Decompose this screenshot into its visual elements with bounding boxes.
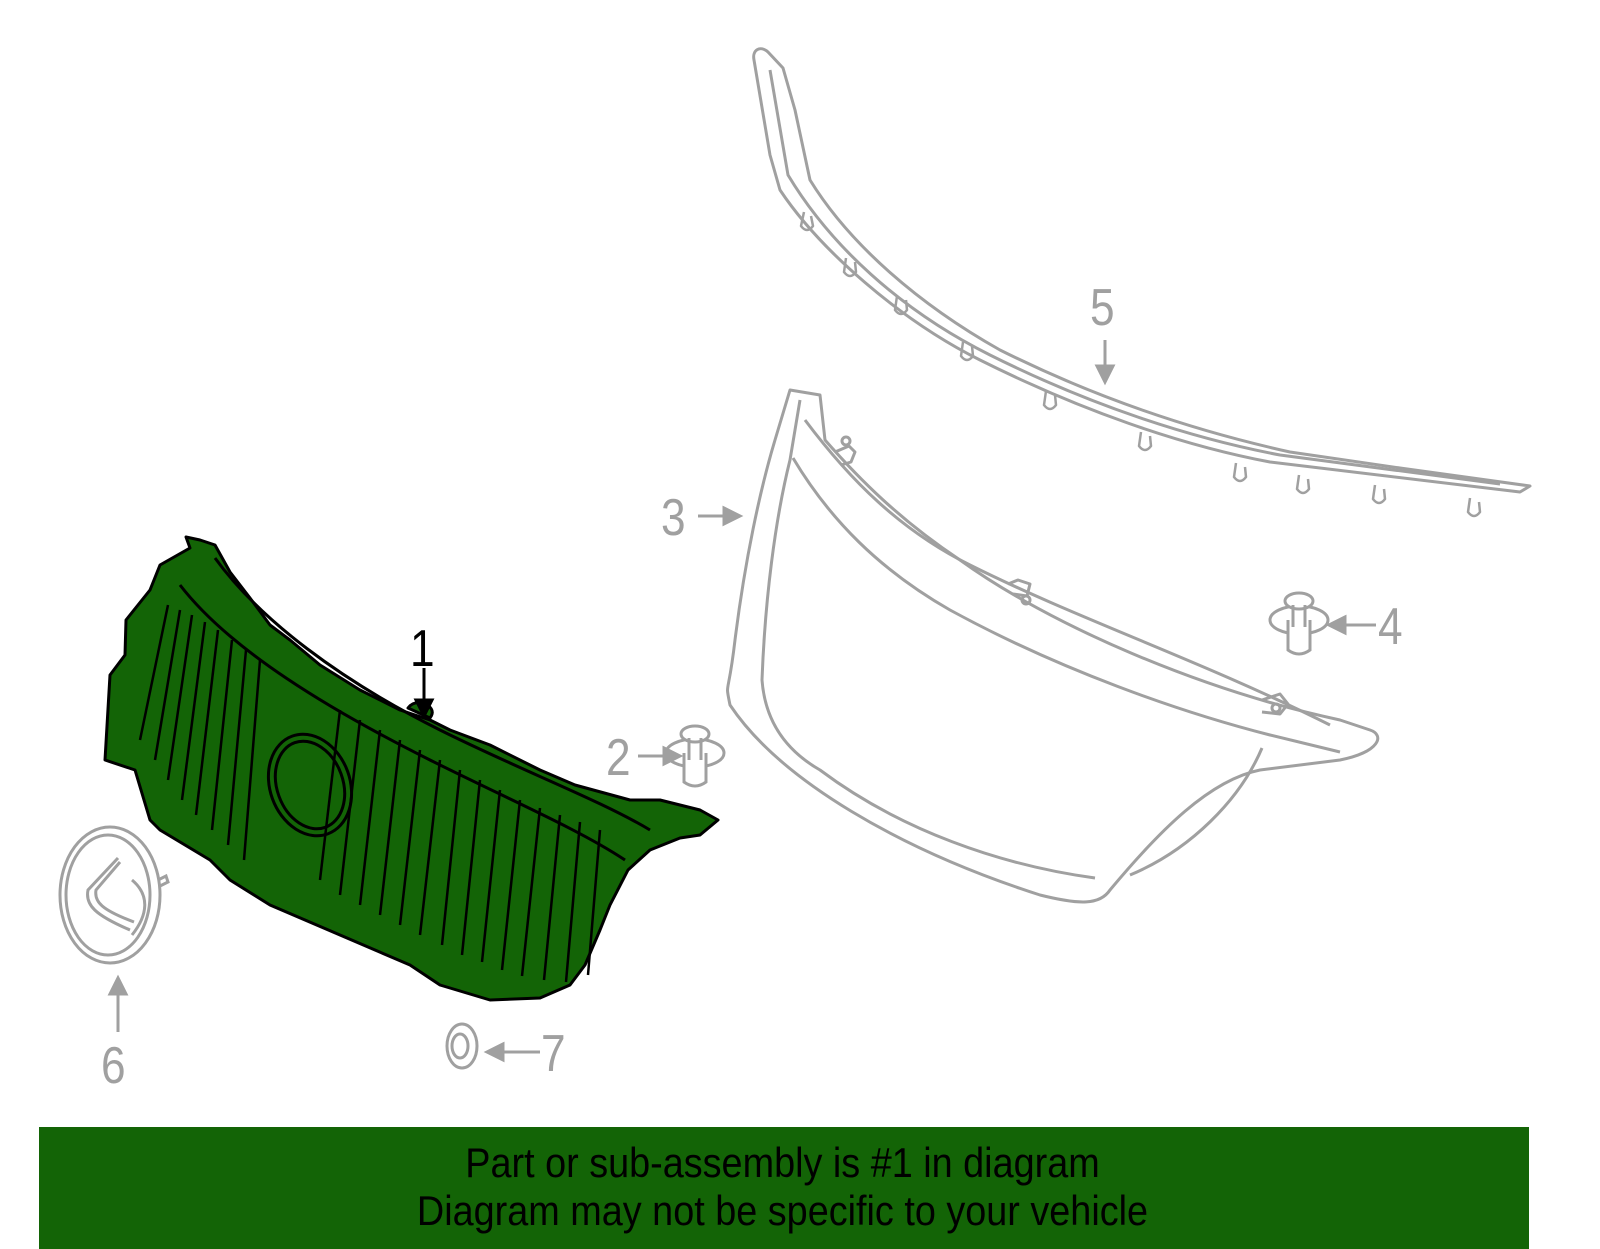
part-6-emblem[interactable] [58,825,170,965]
callout-4[interactable]: 4 [1378,598,1403,656]
part-4-clip[interactable] [1268,591,1330,656]
callout-3[interactable]: 3 [661,489,686,547]
part-1-grille[interactable] [103,535,720,1002]
banner-line-2: Diagram may not be specific to your vehi… [416,1187,1149,1234]
part-5-molding-strip[interactable] [752,47,1532,518]
parts-diagram [58,47,1532,1070]
banner-line-1: Part or sub-assembly is #1 in diagram [465,1139,1100,1186]
info-banner: Part or sub-assembly is #1 in diagram Di… [39,1127,1529,1249]
callout-arrows [107,340,1376,1063]
callout-2[interactable]: 2 [606,729,631,787]
part-7-nut[interactable] [445,1022,479,1070]
part-2-clip[interactable] [664,724,726,788]
part-3-frame-molding[interactable] [726,388,1380,904]
callout-5[interactable]: 5 [1090,279,1115,337]
callout-1[interactable]: 1 [410,620,435,678]
callout-7[interactable]: 7 [541,1025,566,1083]
callout-6[interactable]: 6 [101,1037,126,1095]
